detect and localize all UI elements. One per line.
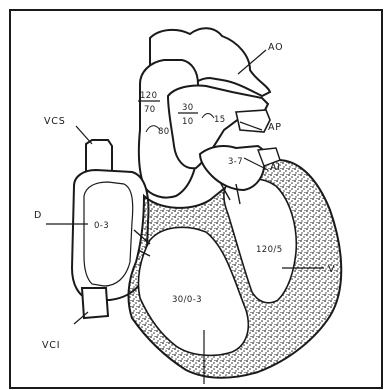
label-ai: AI: [270, 162, 281, 173]
label-vcs: VCS: [44, 116, 66, 127]
label-vd: D: [34, 210, 42, 221]
label-ap: AP: [268, 122, 282, 133]
label-ao: AO: [268, 42, 283, 53]
left-atrium: [200, 146, 266, 190]
value-right-ventricle: 30/0-3: [172, 295, 202, 305]
pulmonary-branch: [236, 110, 270, 132]
leader-vcs: [76, 126, 92, 144]
value-pulmonary-top: 30: [182, 103, 194, 113]
value-aortic-bottom: 70: [144, 105, 156, 115]
value-pulmonary-bottom: 10: [182, 117, 194, 127]
value-left-ventricle: 120/5: [256, 245, 283, 255]
value-aortic-top: 120: [140, 91, 157, 101]
label-vi: V: [328, 264, 335, 275]
value-left-atrium: 3-7: [228, 157, 243, 167]
value-pulmonary-mean: 15: [214, 115, 226, 125]
value-right-atrium: 0-3: [94, 221, 109, 231]
value-aortic-mean: 80: [158, 127, 170, 137]
label-vci: VCI: [42, 340, 60, 351]
